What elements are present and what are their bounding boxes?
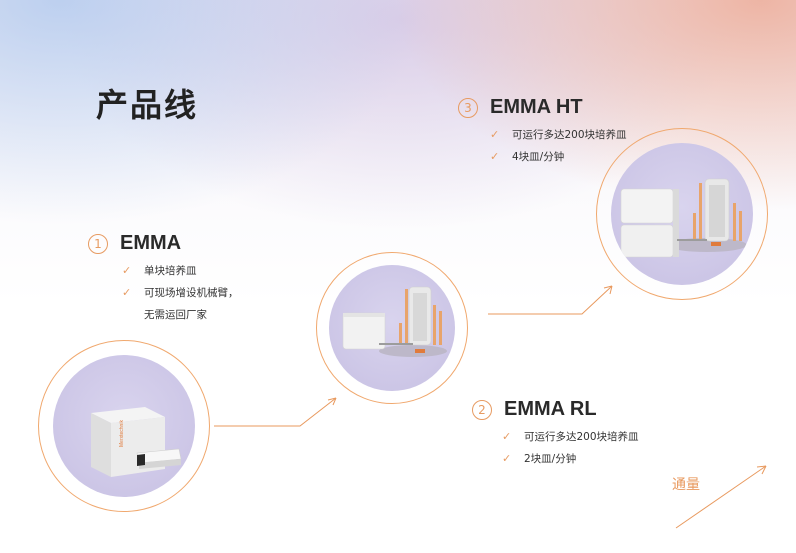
feature-item: 无需运回厂家 [144,309,207,321]
product-name: EMMA RL [504,398,597,420]
product-emma: 1 EMMA ✓单块培养皿 ✓可现场增设机械臂， 无需运回厂家 [88,232,239,329]
feature-item: ✓单块培养皿 [122,264,197,277]
emma-rl-device-image [329,265,455,391]
number-badge: 1 [88,233,108,254]
check-icon: ✓ [490,128,500,141]
check-icon: ✓ [122,264,132,277]
check-icon: ✓ [122,286,132,299]
check-icon: ✓ [490,150,500,163]
feature-item: ✓可运行多达200块培养皿 [502,430,639,443]
product-emma-rl: 2 EMMA RL ✓可运行多达200块培养皿 ✓2块皿/分钟 [472,398,639,473]
arrow-2-head [603,285,613,295]
emma-device-image: Merxtechnik [53,355,195,497]
feature-item: ✓可运行多达200块培养皿 [490,128,627,141]
feature-item: ✓可现场增设机械臂， [122,286,239,299]
emma-ht-image-circle [596,128,768,300]
product-emma-ht: 3 EMMA HT ✓可运行多达200块培养皿 ✓4块皿/分钟 [458,96,627,171]
arrow-1-head [327,397,337,406]
check-icon: ✓ [502,452,512,465]
check-icon: ✓ [502,430,512,443]
throughput-arrow [675,465,767,529]
brand-label: Merxtechnik [119,420,125,447]
arrow-2-to-3 [488,285,613,315]
arrow-1-to-2 [214,397,337,427]
emma-rl-image-circle [316,252,468,404]
page-title: 产品线 [96,86,199,124]
number-badge: 3 [458,97,478,118]
feature-item: ✓4块皿/分钟 [490,150,565,163]
throughput-label: 通量 [672,477,700,493]
number-badge: 2 [472,399,492,420]
throughput-arrow-head [756,465,767,475]
product-name: EMMA [120,232,182,254]
feature-item: ✓2块皿/分钟 [502,452,577,465]
product-name: EMMA HT [490,96,583,118]
emma-ht-device-image [611,143,753,285]
emma-image-circle: Merxtechnik [38,340,210,512]
